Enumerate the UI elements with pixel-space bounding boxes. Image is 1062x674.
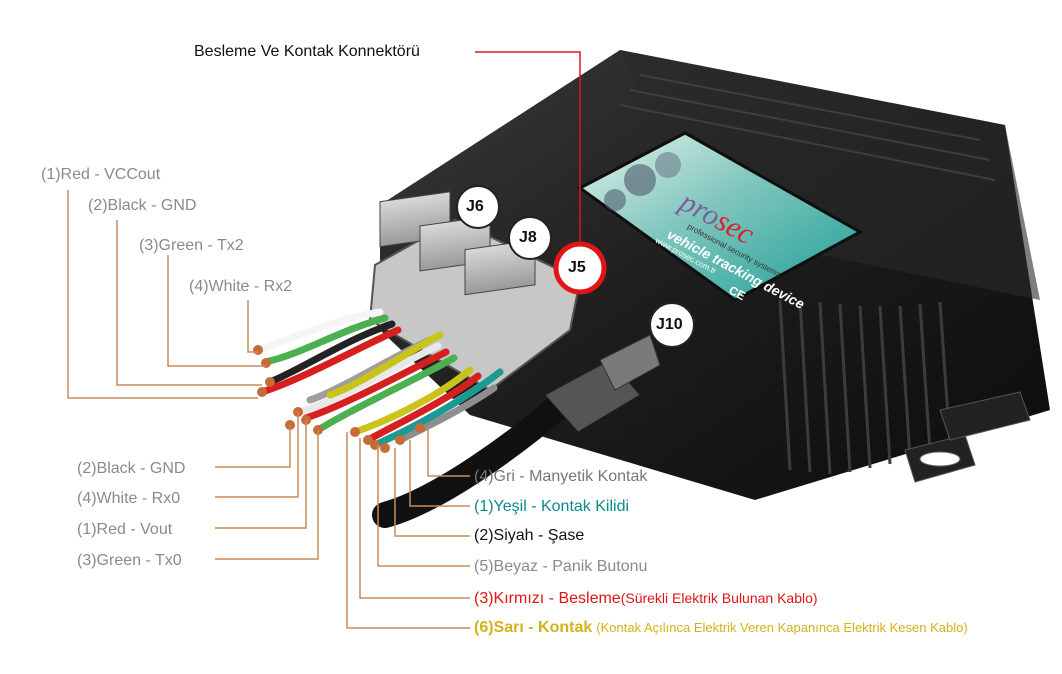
j5-callout-circle [553,241,607,295]
leader-lines-left-top [67,190,266,399]
left-bottom-label-green-tx0: (3)Green - Tx0 [77,552,182,569]
right-label-yesil: (1)Yeşil - Kontak Kilidi [474,498,630,515]
left-top-label-black-gnd: (2)Black - GND [88,197,197,214]
kirmizi-text: (3)Kırmızı - Besleme [474,590,621,607]
connector-j6-label: J6 [466,198,484,215]
kirmizi-note: (Sürekli Elektrik Bulunan Kablo) [620,590,818,606]
j6-callout-circle [456,185,500,229]
connector-j5-label: J5 [568,259,586,276]
leader-lines-left-bottom [215,412,319,560]
right-label-beyaz: (5)Beyaz - Panik Butonu [474,558,648,575]
left-bottom-label-red-vout: (1)Red - Vout [77,521,173,538]
right-label-kirmizi: (3)Kırmızı - Besleme(Sürekli Elektrik Bu… [474,589,818,608]
leader-lines-right [346,428,470,629]
j8-callout-circle [508,216,552,260]
connector-callouts [456,185,695,348]
sari-note: (Kontak Açılınca Elektrik Veren Kapanınc… [596,620,968,635]
left-bottom-label-black-gnd: (2)Black - GND [77,460,186,477]
wire-bundle [254,308,504,452]
black-cable [372,334,661,528]
connector-title: Besleme Ve Kontak Konnektörü [194,43,420,60]
sari-text: (6)Sarı - Kontak [474,619,593,636]
j10-callout-circle [649,302,695,348]
j5-pointer-line [475,51,581,248]
left-top-label-red-vccout: (1)Red - VCCout [41,166,161,183]
connector-j10-label: J10 [656,316,683,333]
left-bottom-label-white-rx0: (4)White - Rx0 [77,490,181,507]
right-label-siyah: (2)Siyah - Şase [474,527,585,544]
left-top-label-white-rx2: (4)White - Rx2 [189,278,293,295]
right-label-sari: (6)Sarı - Kontak(Kontak Açılınca Elektri… [474,619,968,637]
connector-j8-label: J8 [519,229,537,246]
left-top-label-green-tx2: (3)Green - Tx2 [139,237,244,254]
device-label-panel [577,131,864,302]
right-label-gri: (4)Gri - Manyetik Kontak [474,468,648,485]
